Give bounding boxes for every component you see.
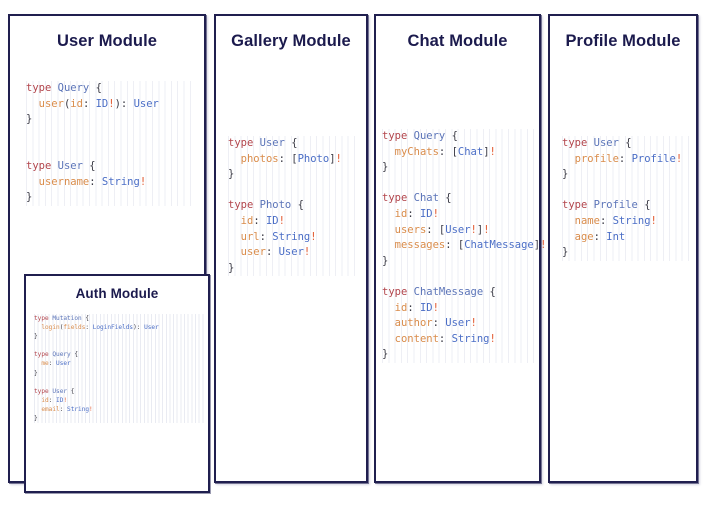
graphql-code-profile: type User { profile: Profile!}type Profi… — [562, 137, 683, 259]
module-title-user: User Module — [56, 32, 158, 50]
module-card-auth[interactable]: Auth Module type Mutation { login(fields… — [24, 274, 210, 493]
code-block-chat: type Query { myChats: [Chat]!}type Chat … — [382, 129, 547, 363]
module-card-user[interactable]: User Module type Query { user(id: ID!): … — [8, 14, 210, 493]
module-card-chat[interactable]: Chat Module type Query { myChats: [Chat]… — [374, 14, 547, 483]
graphql-code-chat: type Query { myChats: [Chat]!}type Chat … — [382, 130, 547, 361]
module-title-profile: Profile Module — [565, 32, 681, 50]
graphql-code-gallery: type User { photos: [Photo]!}type Photo … — [228, 137, 342, 274]
module-title-gallery: Gallery Module — [231, 32, 351, 50]
graphql-code-auth: type Mutation { login(fields: LoginField… — [34, 315, 159, 423]
code-block-user: type Query { user(id: ID!): User}type Us… — [26, 81, 196, 206]
module-title-auth: Auth Module — [75, 286, 159, 301]
module-card-gallery[interactable]: Gallery Module type User { photos: [Phot… — [214, 14, 368, 483]
graphql-code-user: type Query { user(id: ID!): User}type Us… — [26, 82, 159, 204]
module-card-profile[interactable]: Profile Module type User { profile: Prof… — [548, 14, 698, 483]
code-block-gallery: type User { photos: [Photo]!}type Photo … — [228, 136, 360, 277]
module-title-chat: Chat Module — [407, 32, 508, 50]
code-block-profile: type User { profile: Profile!}type Profi… — [562, 136, 690, 261]
code-block-auth: type Mutation { login(fields: LoginField… — [34, 314, 204, 424]
